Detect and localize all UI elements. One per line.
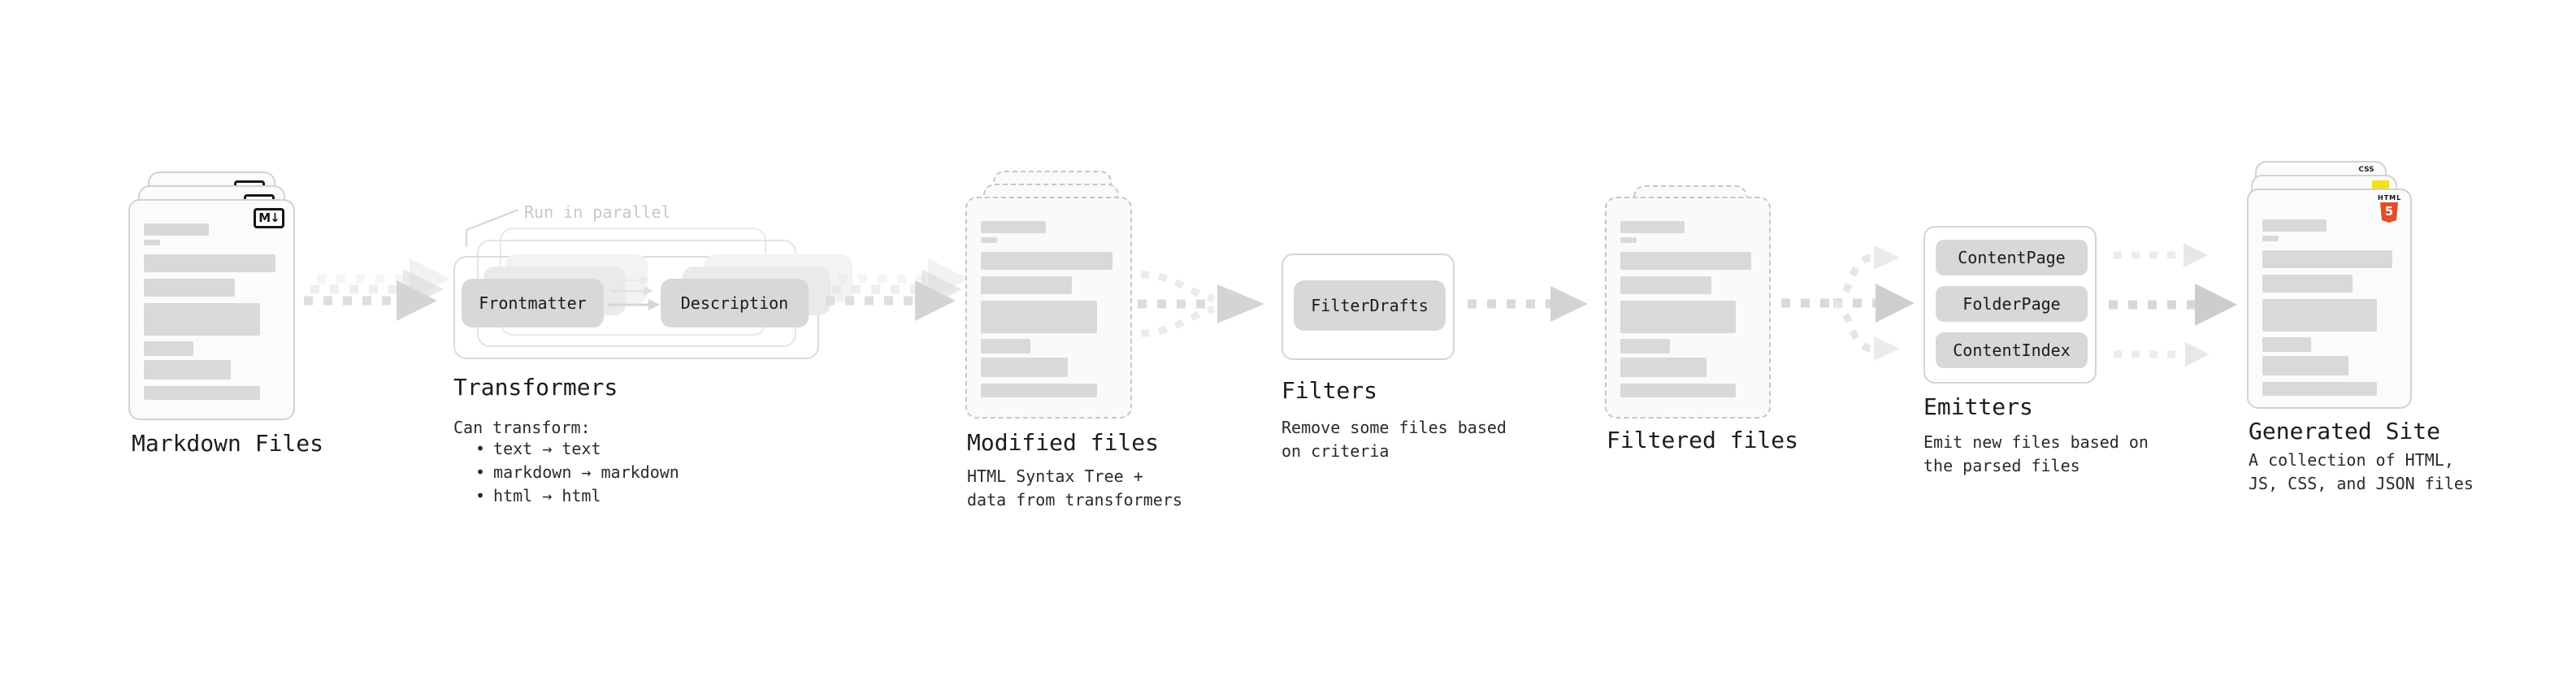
text-line-placeholder: [1620, 384, 1736, 397]
text-line-placeholder: [981, 339, 1031, 354]
folder-page-pill: FolderPage: [1936, 286, 2088, 322]
text-line-placeholder: [981, 358, 1069, 377]
html5-badge-text: HTML: [2378, 194, 2402, 202]
html5-shield: 5: [2380, 202, 2398, 223]
text-line-placeholder: [2262, 337, 2312, 352]
bullet-item: • markdown → markdown: [475, 461, 679, 484]
generated-site-description: A collection of HTML, JS, CSS, and JSON …: [2249, 449, 2474, 496]
text-line-placeholder: [1620, 276, 1711, 294]
generated-html-file-card: HTML 5: [2247, 189, 2412, 409]
transformers-bullet-list: • text → text • markdown → markdown • html …: [475, 437, 679, 508]
html5-number: 5: [2384, 204, 2394, 219]
bullet-item: • text → text: [475, 437, 679, 461]
markdown-files-label: Markdown Files: [132, 430, 324, 457]
text-line-placeholder: [1620, 221, 1685, 233]
text-line-placeholder: [1620, 358, 1707, 377]
flow-arrow-modified-to-filters: [1138, 271, 1264, 337]
transform-arrows: [608, 275, 660, 310]
flow-arrow-filters-to-filtered: [1468, 286, 1588, 322]
emitters-label: Emitters: [1923, 393, 2033, 420]
text-line-placeholder: [2262, 299, 2378, 332]
document-text-placeholder: [1620, 221, 1758, 397]
text-line-placeholder: [981, 237, 998, 243]
description-line: on criteria: [1281, 441, 1390, 461]
run-in-parallel-callout-line: [465, 208, 519, 247]
text-line-placeholder: [2262, 356, 2348, 375]
document-text-placeholder: [2262, 219, 2399, 396]
text-line-placeholder: [144, 254, 275, 272]
description-line: A collection of HTML,: [2249, 450, 2454, 470]
markdown-icon: M↓: [254, 208, 284, 228]
flow-arrow-emitters-to-generated: [2109, 243, 2237, 367]
text-line-placeholder: [981, 384, 1097, 397]
transformers-label: Transformers: [453, 374, 618, 401]
text-line-placeholder: [981, 221, 1046, 233]
document-text-placeholder: [144, 223, 282, 400]
text-line-placeholder: [144, 223, 209, 236]
text-line-placeholder: [2262, 250, 2392, 268]
document-text-placeholder: [981, 221, 1119, 397]
flow-arrow-markdown-to-transformers: [304, 258, 450, 321]
emitters-description: Emit new files based on the parsed files: [1923, 431, 2149, 478]
frontmatter-pill: Frontmatter: [462, 279, 604, 327]
filtered-files-label: Filtered files: [1607, 427, 1799, 453]
generated-site-label: Generated Site: [2249, 418, 2441, 445]
text-line-placeholder: [981, 276, 1073, 294]
text-line-placeholder: [981, 301, 1097, 333]
bullet-glyph: •: [475, 486, 486, 505]
bullet-glyph: •: [475, 462, 486, 482]
bullet-text: text → text: [493, 439, 601, 458]
flow-arrow-filtered-to-emitters: [1781, 245, 1915, 361]
flow-arrow-transformers-to-modified: [826, 258, 969, 321]
filtered-file-card-front: [1605, 197, 1771, 419]
content-page-pill: ContentPage: [1936, 240, 2088, 275]
text-line-placeholder: [2262, 236, 2279, 241]
text-line-placeholder: [1620, 339, 1670, 354]
text-line-placeholder: [2262, 382, 2378, 396]
js-icon: [2372, 180, 2389, 189]
description-line: Remove some files based: [1281, 418, 1507, 437]
modified-files-label: Modified files: [967, 429, 1160, 456]
text-line-placeholder: [2262, 219, 2327, 232]
bullet-item: • html → html: [475, 484, 679, 508]
text-line-placeholder: [981, 252, 1112, 270]
modified-file-card-front: [965, 197, 1132, 419]
text-line-placeholder: [144, 360, 232, 380]
filter-drafts-pill: FilterDrafts: [1294, 280, 1446, 331]
description-line: data from transformers: [967, 490, 1182, 510]
content-index-pill: ContentIndex: [1936, 332, 2088, 368]
markdown-file-card-front: M↓: [128, 199, 295, 420]
text-line-placeholder: [144, 303, 260, 336]
filters-description: Remove some files based on criteria: [1281, 416, 1507, 463]
bullet-text: html → html: [493, 486, 601, 505]
description-pill: Description: [661, 279, 809, 327]
run-in-parallel-note: Run in parallel: [524, 202, 671, 222]
filters-panel: FilterDrafts: [1281, 254, 1455, 360]
text-line-placeholder: [144, 279, 236, 297]
text-line-placeholder: [1620, 301, 1736, 333]
text-line-placeholder: [144, 341, 194, 356]
description-line: the parsed files: [1923, 456, 2080, 475]
text-line-placeholder: [2262, 275, 2353, 293]
text-line-placeholder: [144, 240, 161, 245]
description-line: JS, CSS, and JSON files: [2249, 474, 2474, 493]
transformers-desc-title: Can transform:: [453, 418, 591, 437]
modified-files-description: HTML Syntax Tree + data from transformer…: [967, 465, 1182, 512]
bullet-text: markdown → markdown: [493, 462, 679, 482]
text-line-placeholder: [144, 386, 260, 400]
text-line-placeholder: [1620, 237, 1637, 243]
description-line: HTML Syntax Tree +: [967, 466, 1143, 486]
description-line: Emit new files based on: [1923, 432, 2149, 452]
css-badge-text: CSS: [2358, 166, 2374, 174]
bullet-glyph: •: [475, 439, 486, 458]
emitters-panel: ContentPage FolderPage ContentIndex: [1923, 226, 2097, 384]
html5-icon: HTML 5: [2378, 194, 2400, 223]
filters-label: Filters: [1281, 377, 1378, 404]
text-line-placeholder: [1620, 252, 1751, 270]
